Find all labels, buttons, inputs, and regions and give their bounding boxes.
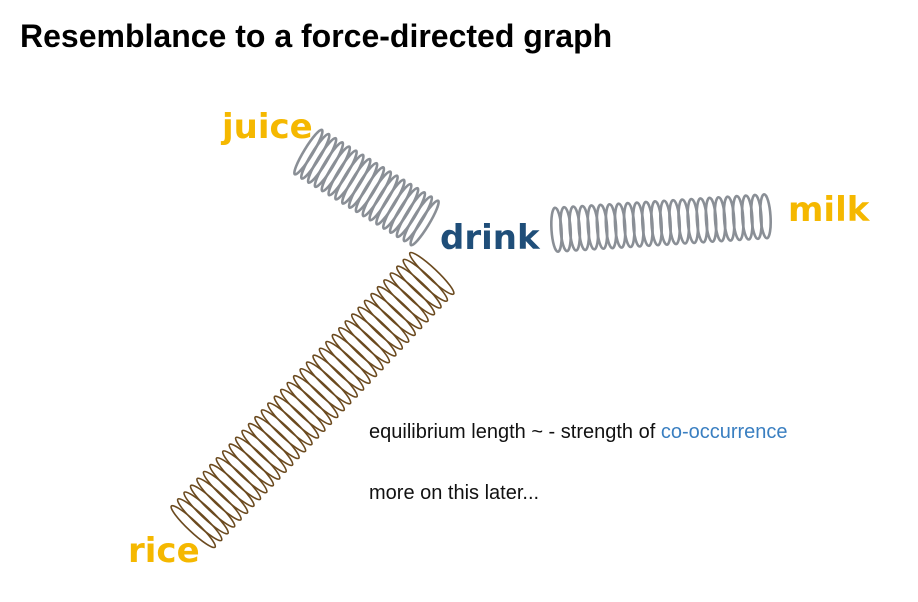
spring-juice-drink <box>293 128 440 247</box>
equilibrium-note: equilibrium length ~ - strength of co-oc… <box>369 421 788 444</box>
spring-coil <box>350 313 397 357</box>
spring-coil <box>383 279 429 323</box>
spring-coil <box>325 340 371 385</box>
spring-coil <box>312 354 359 398</box>
spring-coil <box>247 422 294 467</box>
spring-milk-drink <box>550 193 772 253</box>
spring-coil <box>286 381 333 426</box>
node-label-rice: rice <box>128 531 200 571</box>
spring-coil <box>196 477 242 521</box>
spring-coil <box>208 463 255 508</box>
spring-coil <box>183 491 230 535</box>
spring-coil <box>215 456 262 501</box>
spring-coil <box>395 265 442 309</box>
spring-coil <box>279 388 326 433</box>
spring-coil <box>266 402 313 446</box>
equilibrium-note-text: equilibrium length ~ - strength of <box>369 421 661 443</box>
spring-coil <box>292 374 339 419</box>
spring-coil <box>402 258 449 303</box>
spring-coil <box>331 333 378 378</box>
spring-coil <box>344 320 391 364</box>
spring-coil <box>202 470 249 515</box>
spring-coil <box>176 497 223 542</box>
spring-coil <box>363 299 410 344</box>
spring-coil <box>299 367 346 412</box>
spring-coil <box>408 251 455 296</box>
spring-coil <box>305 361 352 405</box>
spring-coil <box>357 306 404 350</box>
node-label-drink: drink <box>440 218 540 258</box>
spring-coil <box>170 504 217 549</box>
spring-coil <box>273 395 320 439</box>
spring-coil <box>241 429 288 474</box>
spring-coil <box>389 272 436 316</box>
spring-coil <box>318 347 365 391</box>
spring-coil <box>221 450 268 494</box>
later-note: more on this later... <box>369 482 540 504</box>
spring-coil <box>337 326 384 371</box>
spring-coil <box>189 484 236 528</box>
spring-coil <box>376 285 423 330</box>
spring-coil <box>759 193 772 240</box>
spring-coil <box>370 292 417 337</box>
node-label-juice: juice <box>222 107 313 147</box>
slide-title: Resemblance to a force-directed graph <box>20 18 613 54</box>
co-occurrence-term: co-occurrence <box>660 421 788 443</box>
spring-coil <box>254 415 300 460</box>
spring-rice-drink <box>170 251 455 549</box>
node-label-milk: milk <box>788 190 870 230</box>
spring-coil <box>228 443 275 487</box>
spring-coil <box>234 436 281 480</box>
spring-coil <box>409 199 440 247</box>
spring-coil <box>260 409 307 453</box>
